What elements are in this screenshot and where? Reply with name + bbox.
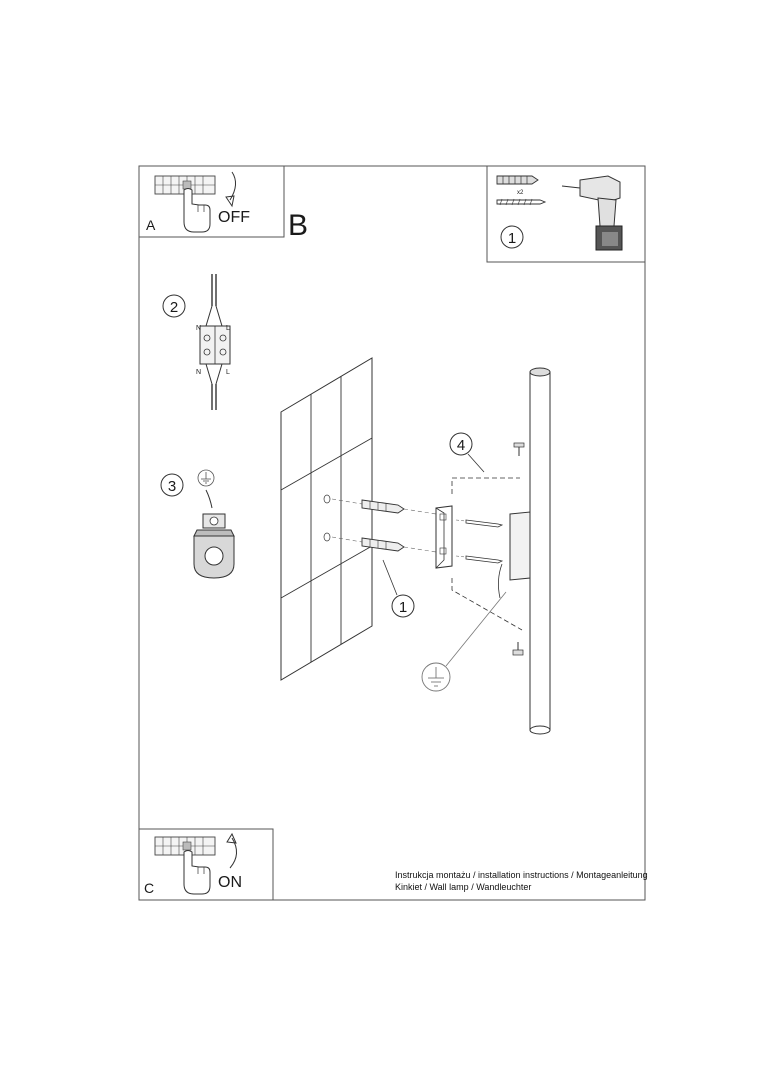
wall-plug-icon (496, 175, 539, 185)
panel-c-letter: C (144, 880, 154, 896)
bottom-screw-icon (512, 642, 524, 656)
footer-line-1: Instrukcja montażu / installation instru… (395, 870, 648, 880)
anchor-qty: x2 (517, 190, 524, 196)
ground-symbol-icon-large (421, 591, 507, 692)
terminal-n-bot: N (196, 369, 201, 376)
mounting-box (509, 511, 531, 581)
terminal-l-top: L (226, 325, 230, 332)
arrow-icon (225, 171, 236, 208)
wall-plugs (331, 498, 437, 553)
panel-c: ON C (139, 828, 274, 900)
footer-line-2: Kinkiet / Wall lamp / Wandleuchter (395, 882, 532, 892)
tile-wall-icon (280, 357, 373, 681)
step-2-number: 2 (170, 299, 178, 316)
step-3-number: 3 (168, 478, 176, 495)
lamp-tube-icon (529, 367, 551, 735)
ground-symbol-icon (197, 469, 215, 487)
hand-switch-icon-on (154, 836, 216, 895)
step-4-number: 4 (457, 437, 465, 454)
panel-b-letter: B (288, 209, 308, 242)
step-1-tools: x2 1 (486, 166, 645, 263)
step-3-ground: 3 (160, 469, 235, 579)
panel-a-letter: A (146, 217, 156, 233)
drill-icon (561, 175, 623, 251)
step-1-wall-number: 1 (399, 599, 407, 616)
top-screw-icon (513, 442, 525, 456)
terminal-block-icon (199, 274, 231, 410)
screws (455, 519, 504, 564)
terminal-n-top: N (196, 325, 201, 332)
panel-a: OFF A (139, 166, 285, 238)
hand-switch-icon (154, 175, 216, 233)
step-1-number: 1 (508, 230, 516, 247)
ground-connector-icon (193, 513, 235, 579)
panel-a-action: OFF (218, 209, 250, 226)
sheet-border (138, 165, 646, 901)
arrow-icon-up (226, 832, 237, 869)
screw-icon (496, 198, 547, 206)
step-1-circle (500, 225, 524, 249)
bracket-icon (435, 505, 453, 569)
terminal-l-bot: L (226, 369, 230, 376)
step-2-wiring: 2 N L N L (162, 274, 231, 410)
panel-c-action: ON (218, 874, 242, 891)
